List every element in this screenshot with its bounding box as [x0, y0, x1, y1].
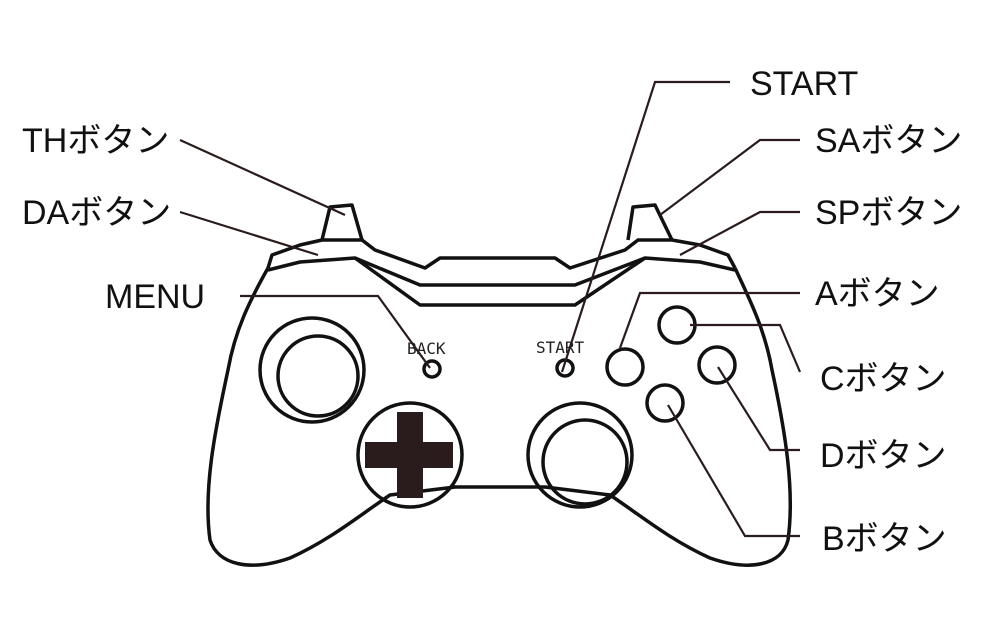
leader-d [717, 366, 800, 452]
controller-body [206, 267, 793, 567]
labels: START THボタン DAボタン MENU SAボタン SPボタン Aボタン … [22, 65, 962, 558]
left-shoulder [266, 238, 737, 270]
start-print: START [536, 338, 585, 357]
label-b: Bボタン [822, 520, 947, 558]
face-button-c[interactable] [657, 305, 697, 345]
back-button[interactable] [422, 359, 442, 379]
leader-c [690, 323, 802, 373]
label-sp: SPボタン [815, 194, 962, 232]
face-button-d[interactable] [697, 345, 737, 385]
label-d: Dボタン [820, 437, 947, 475]
shoulder-lower [267, 256, 736, 287]
right-stick-outer [526, 401, 634, 509]
dpad-ring [356, 401, 464, 509]
label-start: START [750, 65, 858, 103]
label-c: Cボタン [820, 360, 947, 398]
label-a: Aボタン [815, 275, 940, 313]
leader-b [667, 404, 800, 538]
left-trigger [320, 203, 364, 241]
leader-menu [240, 294, 431, 369]
face-button-a[interactable] [605, 347, 645, 387]
leader-start [560, 80, 730, 373]
leader-a [618, 291, 800, 349]
left-stick-outer [258, 316, 366, 424]
left-stick-inner [276, 334, 360, 418]
controller-outline: BACK START [206, 203, 793, 567]
right-stick-inner [541, 418, 629, 506]
label-th: THボタン [22, 122, 169, 160]
leader-sa [659, 138, 800, 216]
leader-sp [679, 210, 800, 256]
label-menu: MENU [105, 278, 205, 316]
label-da: DAボタン [22, 194, 171, 232]
face-button-b[interactable] [645, 383, 685, 423]
top-center-ridge [353, 256, 646, 307]
leader-lines [179, 80, 802, 538]
leader-da [179, 210, 319, 257]
right-trigger [626, 203, 674, 241]
back-print: BACK [407, 339, 446, 358]
dpad-cross [365, 412, 453, 498]
leader-th [179, 138, 346, 217]
label-sa: SAボタン [815, 122, 962, 160]
